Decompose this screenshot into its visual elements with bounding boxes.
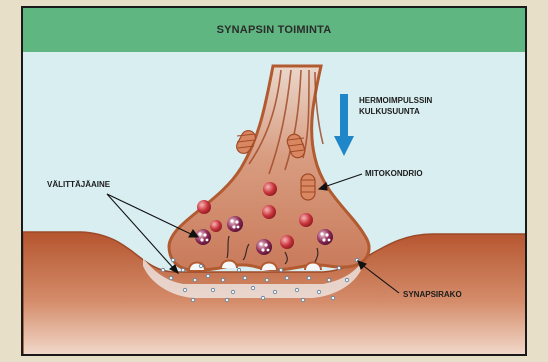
synapse-diagram: HERMOIMPULSSIN KULKUSUUNTA MITOKONDRIO V… (23, 8, 527, 356)
mitochondrion-3 (301, 174, 315, 200)
impulse-direction-label-2: KULKUSUUNTA (359, 107, 420, 116)
synaptic-cleft-label: SYNAPSIRAKO (403, 290, 462, 299)
impulse-direction-arrow (334, 94, 354, 156)
diagram-panel: SYNAPSIN TOIMINTA (21, 6, 527, 356)
neurotransmitter-label: VÄLITTÄJÄAINE (47, 180, 111, 189)
mitochondrion-label: MITOKONDRIO (365, 169, 423, 178)
impulse-direction-label-1: HERMOIMPULSSIN (359, 96, 433, 105)
